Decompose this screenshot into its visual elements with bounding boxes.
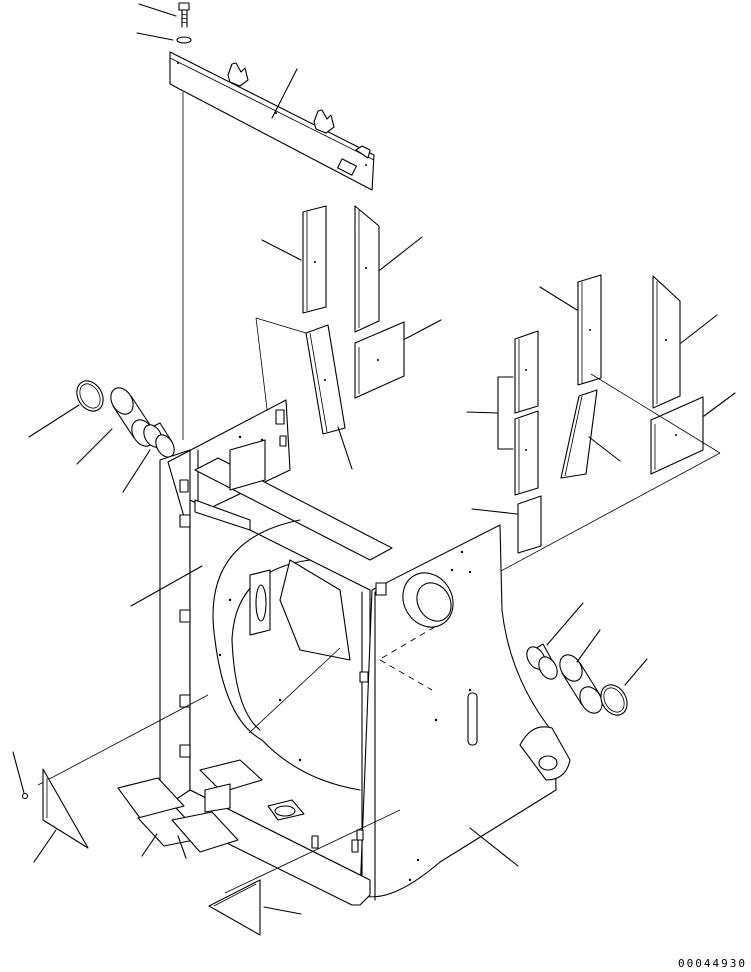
top-cover-plate (170, 52, 374, 190)
wear-plates-right (515, 275, 703, 553)
small-wear-plates-bottom (118, 778, 238, 852)
bushing-left-small (140, 422, 178, 461)
wear-plates-center (303, 206, 404, 434)
drawing-number: 00044930 (678, 957, 747, 970)
washer (177, 37, 191, 43)
bushing-right-large (555, 651, 606, 717)
bolt (179, 3, 189, 27)
triangular-plate-bottom (209, 880, 260, 935)
snap-ring-right (596, 680, 633, 720)
bushing-right-small (523, 644, 561, 683)
main-frame (160, 400, 570, 905)
snap-ring-left (72, 376, 109, 416)
triangular-plate-left (43, 769, 88, 848)
